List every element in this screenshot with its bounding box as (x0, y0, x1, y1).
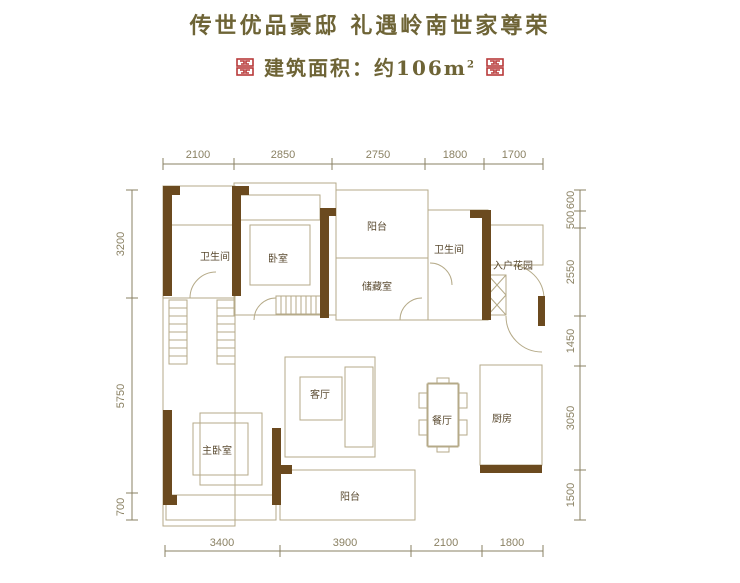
dim-top-2: 2850 (271, 149, 295, 161)
dim-top-1: 2100 (186, 149, 210, 161)
ornament-left-icon (236, 57, 254, 76)
dim-top-5: 1700 (502, 149, 526, 161)
wardrobes (168, 274, 507, 365)
area-subtitle: 建筑面积：约106m2 (0, 52, 740, 81)
dim-bottom-2: 3900 (333, 537, 357, 549)
thick-walls (163, 186, 545, 505)
room-entry-garden: 入户花园 (493, 259, 533, 272)
dim-bottom-1: 3400 (210, 537, 234, 549)
room-storage: 储藏室 (362, 280, 392, 293)
room-bathroom-1: 卫生间 (200, 250, 230, 263)
area-value: 106m (396, 56, 467, 80)
area-unit: 2 (466, 59, 476, 71)
dim-right-6: 1500 (565, 483, 577, 507)
dim-top-4: 1800 (443, 149, 467, 161)
dining-table-icon (418, 377, 468, 453)
area-text: 建筑面积：约106m2 (264, 52, 476, 81)
room-bathroom-2: 卫生间 (434, 243, 464, 256)
dim-right-5: 3050 (565, 406, 577, 430)
dim-top-3: 2750 (366, 149, 390, 161)
dim-right-2: 500 (565, 211, 577, 229)
dim-right-3: 2550 (565, 260, 577, 284)
room-master-bedroom: 主卧室 (202, 444, 232, 457)
room-balcony-south: 阳台 (340, 490, 360, 503)
room-living: 客厅 (310, 388, 330, 401)
room-balcony-north: 阳台 (367, 220, 387, 233)
ornament-right-icon (486, 57, 504, 76)
dim-right-4: 1450 (565, 329, 577, 353)
dim-left-1: 3200 (115, 232, 127, 256)
dim-bottom-4: 1800 (500, 537, 524, 549)
dimension-lines (126, 158, 586, 557)
room-labels: 卫生间 卧室 阳台 储藏室 卫生间 入户花园 客厅 餐厅 厨房 主卧室 阳台 (200, 220, 533, 503)
dim-right-1: 600 (565, 191, 577, 209)
dim-left-3: 700 (115, 498, 127, 516)
dim-left-2: 5750 (115, 384, 127, 408)
door-arcs (189, 262, 545, 353)
area-label: 建筑面积：约 (264, 56, 397, 80)
dim-bottom-3: 2100 (434, 537, 458, 549)
room-bedroom: 卧室 (268, 252, 288, 265)
room-kitchen: 厨房 (492, 412, 512, 425)
page-title: 传世优品豪邸 礼遇岭南世家尊荣 (189, 13, 551, 39)
room-dining: 餐厅 (432, 414, 452, 427)
dimension-labels: 2100 2850 2750 1800 1700 3400 3900 2100 … (115, 149, 577, 549)
